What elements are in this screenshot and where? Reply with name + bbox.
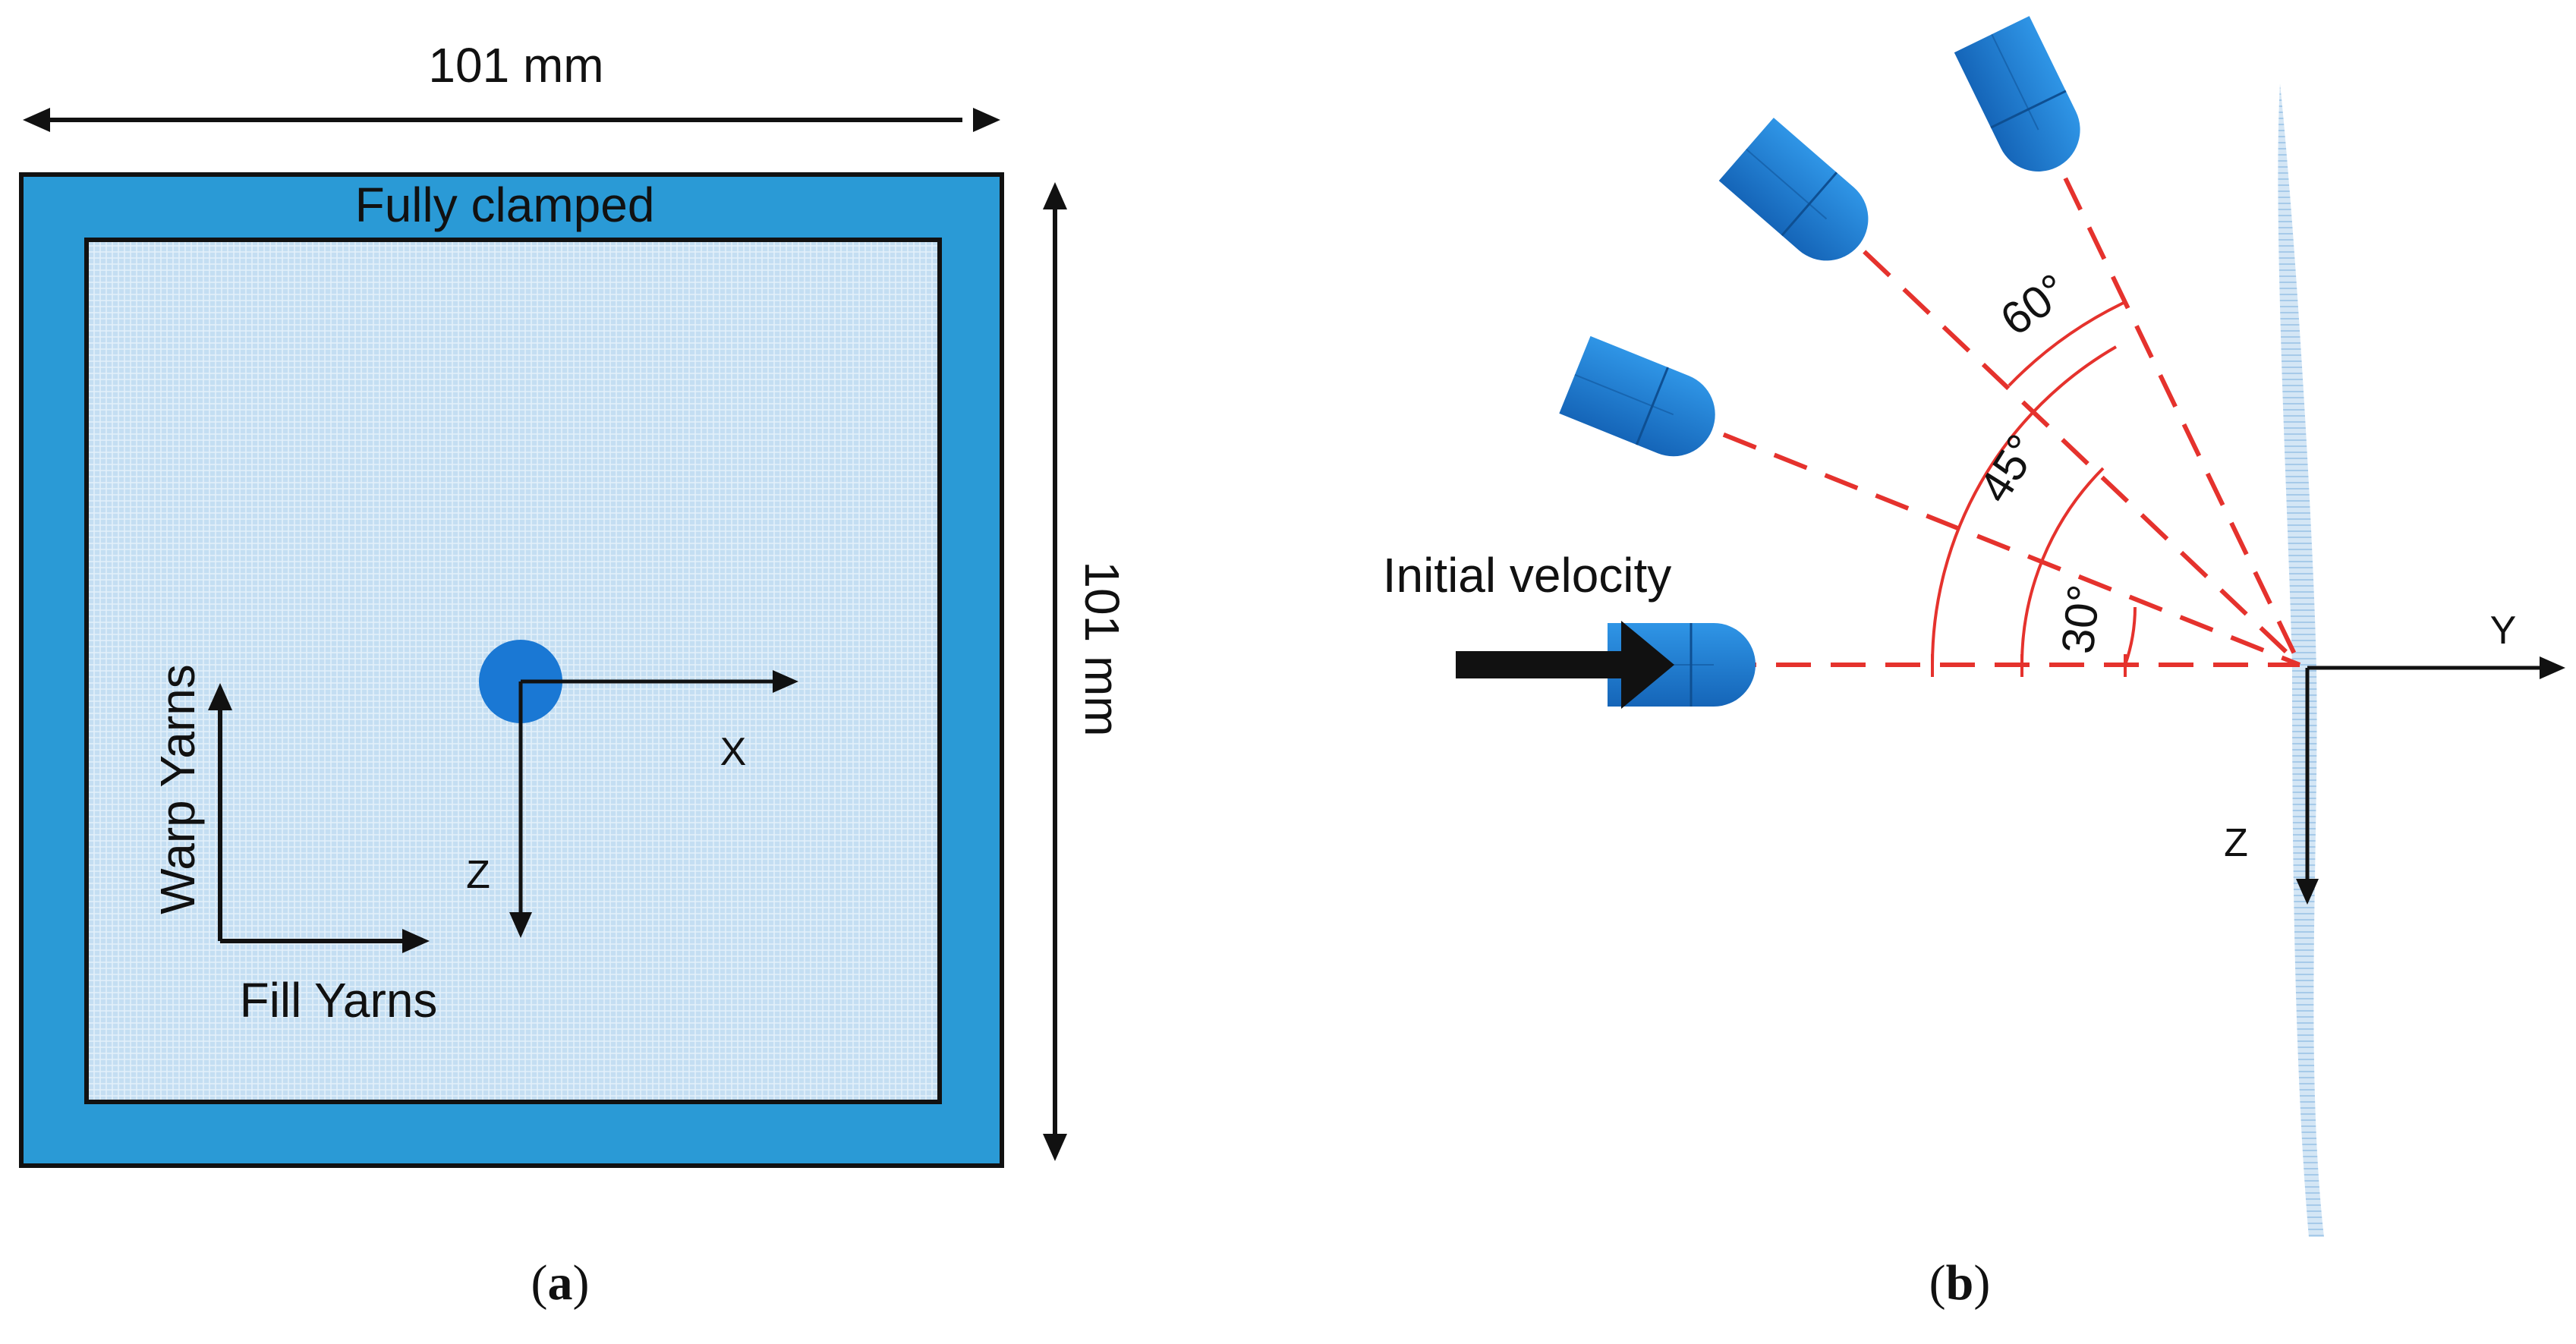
- panel-b: 60° 45° 30° Initial velocity Y Z: [1383, 14, 2565, 1311]
- initial-velocity-arrow: [1456, 621, 1674, 709]
- arc-ticks: [1931, 654, 2127, 677]
- arc-60deg-outer: [2008, 301, 2126, 387]
- angle-arcs: [1931, 301, 2137, 666]
- initial-velocity-label: Initial velocity: [1383, 548, 1672, 603]
- angle-45-label: 45°: [1969, 426, 2049, 511]
- trajectory-lines: [1671, 127, 2302, 667]
- panel-a: 101 mm 101 mm Fully clamped X Z: [19, 38, 1129, 1311]
- angle-30-label: 30°: [2052, 582, 2110, 656]
- height-dimension-arrow: [1043, 182, 1067, 1161]
- trajectory-30deg: [1671, 412, 2301, 667]
- trajectory-60deg: [2039, 127, 2302, 666]
- angle-60-label: 60°: [1992, 264, 2077, 346]
- width-dimension-arrow: [23, 108, 1000, 132]
- projectile-45deg: [1718, 116, 1887, 279]
- projectile-30deg: [1557, 335, 1729, 471]
- warp-yarns-label: Warp Yarns: [150, 664, 205, 914]
- projectile-60deg: [1953, 14, 2096, 187]
- fully-clamped-label: Fully clamped: [355, 178, 655, 232]
- coordinate-axes-b: [2296, 656, 2565, 905]
- arc-60deg: [1931, 345, 2118, 666]
- height-dimension-label: 101 mm: [1075, 561, 1129, 736]
- caption-a: (a): [531, 1255, 590, 1311]
- axis-z-label-a: Z: [466, 853, 490, 897]
- yarn-direction-arrows: [208, 683, 430, 953]
- axis-x-label-a: X: [720, 730, 747, 774]
- arc-45deg: [2020, 467, 2105, 666]
- width-dimension-label: 101 mm: [428, 38, 603, 93]
- fill-yarns-label: Fill Yarns: [240, 973, 438, 1028]
- fabric-target-edge: [2278, 83, 2324, 1237]
- axis-y-label-b: Y: [2490, 609, 2517, 653]
- caption-b: (b): [1929, 1255, 1991, 1311]
- axis-z-label-b: Z: [2224, 821, 2248, 865]
- coordinate-axes-a: [509, 670, 798, 938]
